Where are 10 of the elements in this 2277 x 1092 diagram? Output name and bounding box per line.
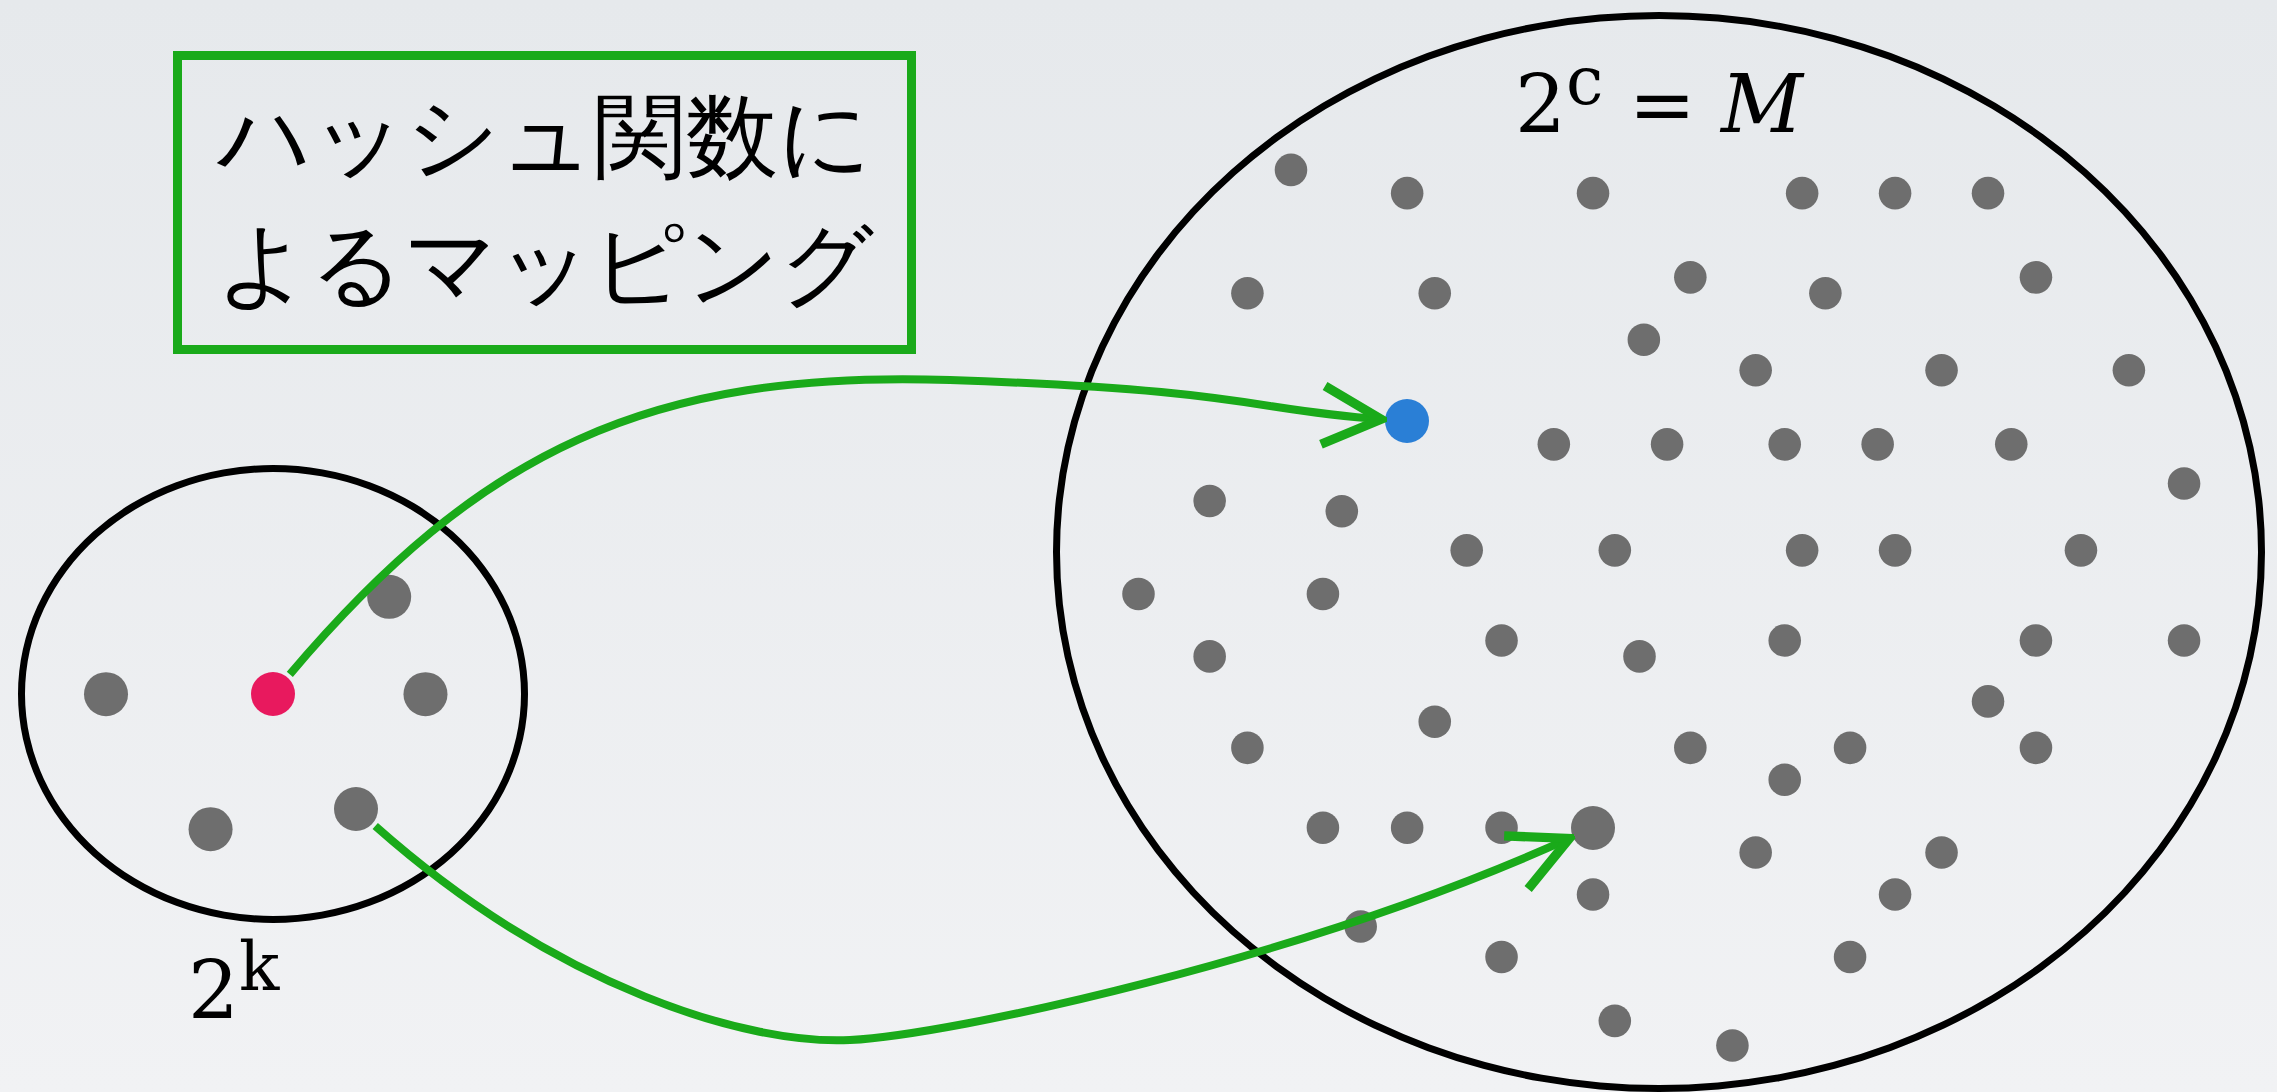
point-dot: [251, 672, 295, 717]
set-label: 2$^{k}$: [188, 928, 280, 1037]
point-dot: [1571, 805, 1615, 850]
set-ellipse: [1053, 12, 2265, 1092]
arrow: [286, 375, 1386, 677]
title-text: ハッシュ関数によるマッピング: [214, 82, 875, 320]
set-ellipse: [18, 465, 528, 923]
set-label: 2$^{c}$ = M: [1513, 42, 1806, 151]
label-box: [173, 51, 916, 354]
arrow: [372, 823, 1574, 1044]
